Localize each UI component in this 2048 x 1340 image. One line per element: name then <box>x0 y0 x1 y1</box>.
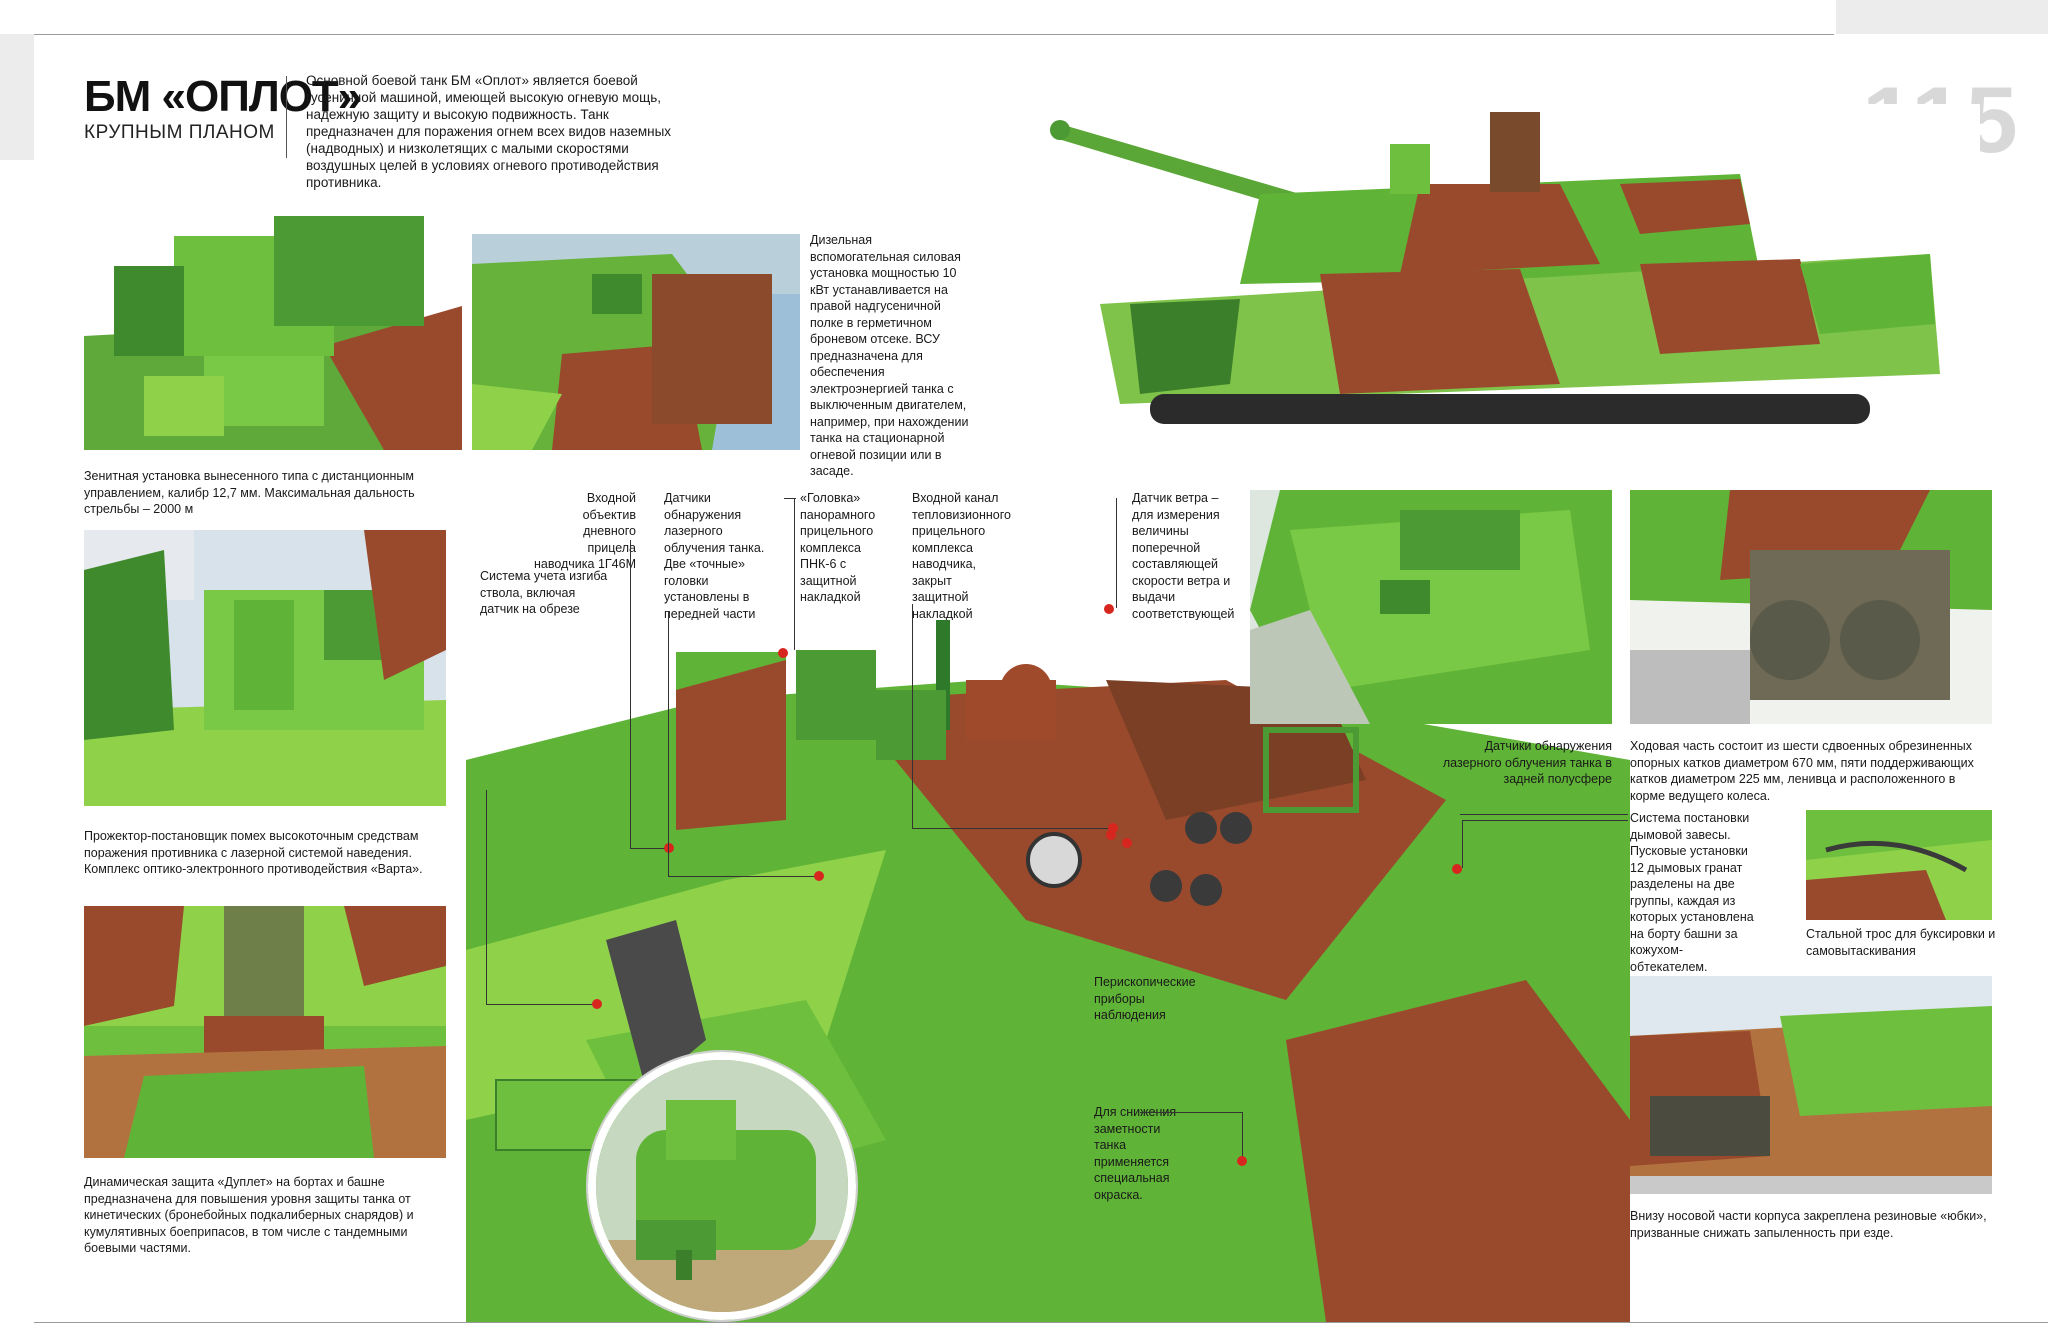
marker-pnk <box>778 648 788 658</box>
leader-day-sight-v <box>630 540 631 848</box>
leader-barrel-bend-h <box>486 1004 598 1005</box>
caption-smoke: Система постановки дымовой завесы. Пуско… <box>1630 811 1754 974</box>
corner-tab-right <box>1836 0 2048 34</box>
callout-camo: Для снижения заметности танка применяетс… <box>1094 1105 1177 1202</box>
caption-aa-mount: Зенитная установка вынесенного типа с ди… <box>84 469 415 516</box>
page-title: БМ «ОПЛОТ» <box>84 72 362 121</box>
marker-wind <box>1104 604 1114 614</box>
caption-duplet: Динамическая защита «Дуплет» на бортах и… <box>84 1175 414 1255</box>
leader-barrel-bend-v <box>486 790 487 1004</box>
leader-thermal-h <box>912 828 1108 829</box>
callout-periscopes: Перископические приборы наблюдения <box>1094 975 1196 1022</box>
leader-smoke-h <box>1460 814 1628 815</box>
photo-turret-closeup <box>466 620 1630 1322</box>
title-separator <box>286 76 287 158</box>
leader-day-sight-h <box>630 848 668 849</box>
callout-laser-front: Датчики обнаружения лазерного облучения … <box>664 491 765 637</box>
page-subtitle: КРУПНЫМ ПЛАНОМ <box>84 122 275 143</box>
leader-laser-rear-v <box>1462 820 1463 868</box>
photo-running-gear <box>1630 490 1992 724</box>
callout-day-sight: Входной объектив дневного прицела наводч… <box>533 491 636 571</box>
caption-running-gear: Ходовая часть состоит из шести сдвоенных… <box>1630 739 1974 803</box>
photo-duplet <box>84 906 446 1158</box>
callout-thermal: Входной канал тепловизионного прицельног… <box>912 491 1011 621</box>
photo-rear-sensors <box>1250 490 1612 724</box>
corner-tab-left <box>0 34 34 160</box>
bottom-rule <box>34 1322 2048 1323</box>
caption-skirts: Внизу носовой части корпуса закреплена р… <box>1630 1209 1987 1240</box>
marker-laser-rear <box>1452 864 1462 874</box>
photo-aa-mount <box>84 196 462 450</box>
photo-tank-profile <box>1040 104 1980 444</box>
photo-jammer <box>84 530 446 806</box>
top-rule <box>34 34 1834 35</box>
marker-thermal <box>1108 823 1118 833</box>
marker-camo <box>1237 1156 1247 1166</box>
marker-laser-front <box>814 871 824 881</box>
photo-apu <box>472 234 800 450</box>
caption-laser-rear: Датчики обнаружения лазерного облучения … <box>1442 739 1612 786</box>
intro-text: Основной боевой танк БМ «Оплот» является… <box>306 73 672 190</box>
leader-laser-rear-h <box>1462 820 1628 821</box>
marker-aa <box>1122 838 1132 848</box>
photo-skirts <box>1630 976 1992 1194</box>
leader-wind-v <box>1116 498 1117 608</box>
callout-pnk-head: «Головка» панорамного прицельного компле… <box>800 491 876 604</box>
inset-circle-sight <box>588 1052 856 1320</box>
photo-cable <box>1806 810 1992 920</box>
caption-jammer: Прожектор-постановщик помех высокоточным… <box>84 829 423 876</box>
marker-barrel-bend <box>592 999 602 1009</box>
leader-laser-front-v <box>668 612 669 876</box>
leader-pnk-v <box>794 498 795 650</box>
leader-thermal-v <box>912 604 913 828</box>
leader-camo-h <box>1140 1112 1242 1113</box>
marker-day-sight <box>664 843 674 853</box>
caption-cable: Стальной трос для буксировки и самовытас… <box>1806 927 1996 958</box>
leader-pnk-h <box>784 498 796 499</box>
marker-smoke <box>1106 830 1116 840</box>
caption-apu: Дизельная вспомогательная силовая устано… <box>810 233 969 478</box>
leader-camo-v <box>1242 1112 1243 1160</box>
leader-laser-front-h <box>668 876 820 877</box>
